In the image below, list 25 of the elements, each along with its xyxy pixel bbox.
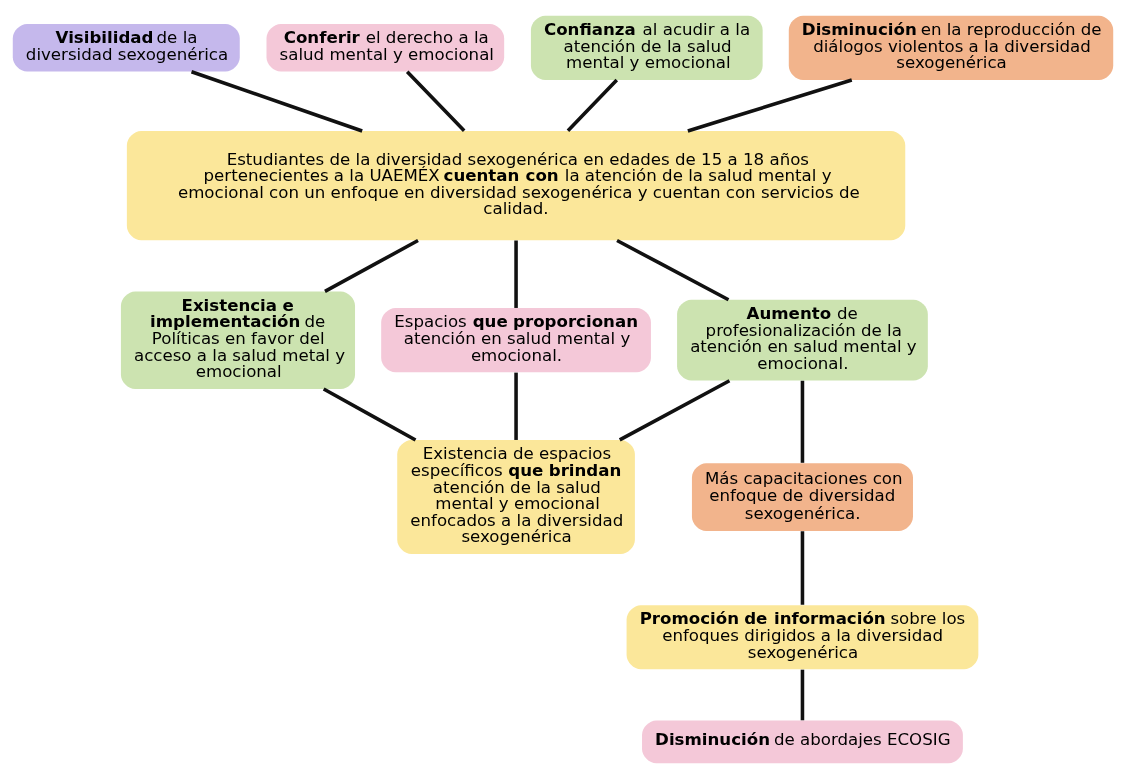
- node-box: Disminución de abordajes ECOSIG: [642, 720, 963, 764]
- connector: [324, 238, 419, 293]
- connector: [800, 531, 805, 605]
- node-box: Espacios que proporcionan atención en salud mental y emocional.: [381, 308, 651, 373]
- connector: [514, 372, 518, 440]
- connector: [405, 70, 466, 132]
- connector: [618, 379, 731, 442]
- node-box: Estudiantes de la diversidad sexogenérica en edades de 15 a 18 años pertenecientes a la UAEMÉX cuentan con la atención de la salud mental y emocional con un enfoque en diversidad sexogenérica y cuentan con servicios de calidad.: [126, 131, 906, 241]
- connector: [322, 387, 417, 442]
- node-box: Disminución en la reproducción de diálogos violentos a la diversidad sexogenérica: [788, 15, 1114, 80]
- connector: [514, 240, 518, 308]
- connector: [800, 669, 805, 721]
- node-box: Existencia de espacios específicos que brindan atención de la salud mental y emocional enfocados a la diversidad sexogenérica: [397, 440, 635, 555]
- connector: [566, 78, 619, 132]
- node-box: Visibilidad de la diversidad sexogenérica: [12, 24, 240, 72]
- node-box: Promoción de información sobre los enfoques dirigidos a la diversidad sexogenérica: [626, 605, 979, 670]
- node-box: Aumento de profesionalización de la atención en salud mental y emocional.: [677, 299, 928, 381]
- connector: [616, 238, 730, 302]
- node-box: Existencia e implementación de Políticas en favor del acceso a la salud metal y emocional: [120, 291, 356, 389]
- connector: [190, 70, 363, 133]
- node-box: Más capacitaciones con enfoque de diversidad sexogenérica.: [691, 463, 913, 531]
- connector: [687, 78, 853, 133]
- node-box: Confianza al acudir a la atención de la salud mental y emocional: [530, 15, 763, 80]
- connector: [800, 380, 805, 463]
- node-box: Conferir el derecho a la salud mental y emocional: [266, 24, 505, 72]
